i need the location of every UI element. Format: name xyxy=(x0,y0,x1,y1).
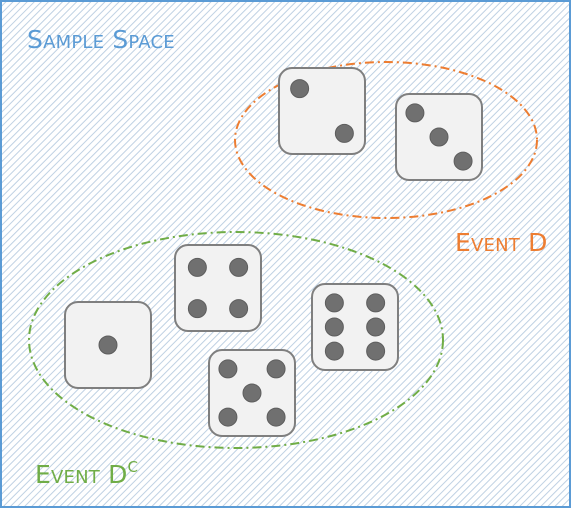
die-pip xyxy=(98,335,118,355)
die-pip xyxy=(429,127,449,147)
die-pip xyxy=(218,359,238,379)
die-pip xyxy=(366,317,386,337)
die-face xyxy=(278,67,366,155)
die-pip xyxy=(218,407,238,427)
die-pip xyxy=(266,359,286,379)
die-six xyxy=(311,283,399,371)
event-dc-label: Event DC xyxy=(35,458,139,493)
die-pip xyxy=(187,299,207,319)
die-pip xyxy=(324,341,344,361)
die-pip xyxy=(229,257,249,277)
die-pip xyxy=(366,341,386,361)
die-four xyxy=(174,244,262,332)
die-pip xyxy=(229,299,249,319)
die-one xyxy=(64,301,152,389)
die-pip xyxy=(366,293,386,313)
event-d-region xyxy=(234,61,538,219)
sample-space-title: Sample Space xyxy=(27,25,175,54)
event-dc-complement-superscript: C xyxy=(127,458,139,476)
die-pip xyxy=(324,317,344,337)
event-d-label: Event D xyxy=(455,228,548,257)
die-pip xyxy=(334,123,354,143)
die-pip xyxy=(242,383,262,403)
event-dc-label-text: Event D xyxy=(35,460,128,489)
die-face xyxy=(174,244,262,332)
die-pip xyxy=(453,151,473,171)
die-two xyxy=(278,67,366,155)
die-pip xyxy=(324,293,344,313)
die-pip xyxy=(266,407,286,427)
die-five xyxy=(208,349,296,437)
die-pip xyxy=(290,79,310,99)
die-three xyxy=(395,93,483,181)
event-dc-region xyxy=(28,231,444,449)
die-pip xyxy=(187,257,207,277)
die-pip xyxy=(405,103,425,123)
dice-layer xyxy=(64,67,483,437)
